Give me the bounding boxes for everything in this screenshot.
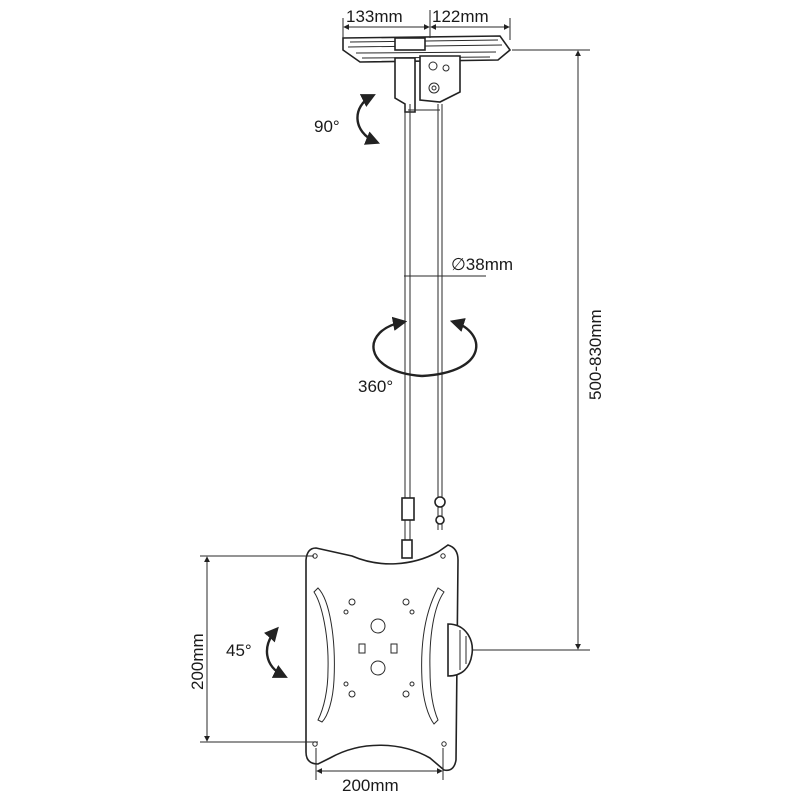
height-dimension [468,49,590,651]
tilt-label: 90° [314,117,340,136]
swivel-arrow-icon [372,316,478,378]
swivel-label: 360° [358,377,393,396]
vesa-width-dimension [315,748,444,780]
pole [404,104,443,540]
vesa-width-label: 200mm [342,776,399,795]
side-knob [447,623,474,677]
rotate-label: 45° [226,641,252,660]
plate-right-label: 122mm [432,7,489,26]
vesa-plate [305,544,459,772]
plate-left-label: 133mm [346,7,403,26]
pole-collar [401,496,446,559]
height-range-label: 500-830mm [586,309,605,400]
vesa-height-dimension [200,555,318,743]
vesa-height-label: 200mm [188,633,207,690]
ceiling-plate [342,35,512,63]
rotate-arrow-icon [356,94,380,145]
tilt-bracket [394,55,461,113]
rotate-arrow-icon [263,626,288,678]
plate-dimension-lines [342,10,511,40]
pole-diameter-label: ∅38mm [451,255,513,274]
